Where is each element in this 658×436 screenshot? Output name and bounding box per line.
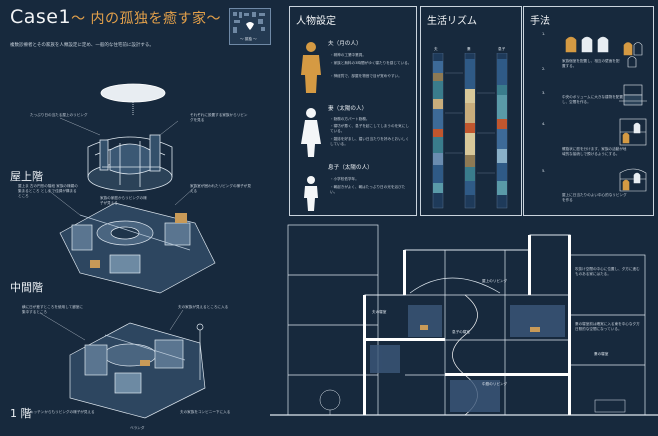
- husband-desc-3: ・神経質で、部屋を物音で目が覚めやすい。: [330, 74, 402, 78]
- husband-desc-1: ・精神の工業中業員。: [330, 53, 366, 57]
- method-step-5-num: 5.: [542, 169, 546, 173]
- note-sunlight: 横に日が差すところを使用して廊室に集中するところ: [22, 305, 83, 314]
- method-panel: 手法 1. 2. 家族個室を配置し、相互の壁面を配置する。 3. 中央のボリュー…: [523, 6, 654, 216]
- husband-name: 夫（月の人）: [328, 41, 362, 47]
- method-step-3-num: 3.: [542, 91, 546, 95]
- label-son-room: 息子の寝室: [452, 330, 470, 334]
- title-en: Case1: [10, 6, 72, 28]
- husband-figure-icon: [301, 42, 321, 93]
- first-floor-axonometric: [69, 322, 206, 419]
- label-rooftop-living: 屋上のリビング: [482, 279, 508, 283]
- rhythm-bar-wife: [464, 53, 476, 209]
- son-name: 息子（太陽の人）: [328, 165, 373, 171]
- rhythm-col-husband: 夫: [434, 47, 438, 51]
- method-title: 手法: [530, 16, 550, 27]
- persona-title: 人物設定: [296, 16, 336, 27]
- rhythm-title: 生活リズム: [427, 16, 477, 27]
- note-family-view: それぞれに設置する家族からリビングを見る: [190, 113, 248, 122]
- wife-figure-icon: [301, 108, 321, 157]
- son-desc-2: ・朝起きがよく、朝はたっぷり日の光を浴びたい。: [330, 185, 406, 195]
- logo-pattern: [233, 12, 265, 33]
- note-family-home: 家族の家庭からリビングの様子が見える: [100, 196, 147, 205]
- rhythm-bar-husband: [432, 53, 444, 209]
- label-wife-room: 妻の寝室: [594, 352, 609, 356]
- axonometric-drawings: [39, 83, 216, 419]
- note-kitchen: キッチンからもリビングの様子が見える: [30, 410, 95, 414]
- rhythm-col-wife: 妻: [467, 47, 471, 51]
- rhythm-bars: [432, 53, 508, 209]
- note-convenience: 夫の家族をコンビニー下に入る: [180, 410, 231, 414]
- rhythm-bar-son: [496, 53, 508, 209]
- wife-desc-3: ・雑誌を好まし、嬉い日当たりを好みとおいしくしている。: [330, 137, 410, 147]
- label-living: 中庭のリビング: [482, 382, 508, 386]
- logo-box: ～ 孤独 ～: [229, 8, 271, 45]
- note-rooftop-living: たっぷり日の当たる屋上のリビング: [30, 113, 88, 117]
- wife-desc-2: ・寝坊が悪く、息子を起こしてしまうのを気にしている。: [330, 124, 409, 134]
- middle-axonometric: [59, 202, 216, 294]
- persona-panel: 人物設定 夫（月の人） ・精神の工業中業員。 ・家族と無料の3時間がゆく寝たりを…: [289, 6, 417, 216]
- note-veranda: ベランダ: [130, 426, 145, 430]
- note-family-room: 家族室が囲われたリビングの様子が見える: [190, 184, 251, 193]
- son-desc-1: ・小学校低学年。: [330, 177, 359, 181]
- method-step-2-text: 家族個室を配置し、相互の壁面を配置する。: [562, 59, 620, 69]
- floor-label-middle: 中間階: [10, 281, 43, 294]
- section-cut-walls: [363, 235, 571, 415]
- method-step-4-text: 螺旋状に庭を分けます、家族の活動が地域的な接続しで預けるようにする。: [562, 147, 627, 157]
- section-note-b: 妻の寝室前は確実に入る東を中心な夕方日照的な空間になっている。: [575, 322, 640, 332]
- wife-name: 妻（太陽の人）: [328, 106, 368, 112]
- method-step-5-text: 屋上に日当たりのよい中心的なリビングを作る: [562, 193, 627, 203]
- section-note-a: 吹抜け空間の中心に位置し、夕方に進むものある家にはたる。: [575, 267, 640, 277]
- wife-desc-1: ・勤務の方パート勤務。: [330, 117, 370, 121]
- son-figure-icon: [304, 176, 318, 211]
- method-step-2-num: 2.: [542, 67, 546, 71]
- building-section: [270, 224, 658, 416]
- subtitle: 複数診療者とその家族を人類設定に定め、一般的な住宅前に設計する。: [10, 43, 154, 48]
- rhythm-panel: 生活リズム 夫 妻 息子: [420, 6, 522, 216]
- floor-label-rooftop: 屋上階: [10, 170, 43, 183]
- rhythm-col-son: 息子: [498, 47, 506, 51]
- floor-label-first: 1 階: [10, 407, 32, 420]
- method-step-4-num: 4.: [542, 122, 546, 126]
- husband-desc-2: ・家族と無料の3時間がゆく寝たりを感じている。: [330, 61, 412, 65]
- page-title: Case1～ 内の孤独を癒す家～: [10, 6, 221, 28]
- method-step-1-num: 1.: [542, 32, 546, 36]
- logo-caption: ～ 孤独 ～: [240, 37, 257, 41]
- note-husband-family: 夫の家族が見えるところに入る: [178, 305, 229, 309]
- method-step-3-text: 中央のボリュームに大きな建物を配置し、空間を作る。: [562, 95, 623, 105]
- label-husband-room: 夫の寝室: [372, 310, 387, 314]
- method-diagrams: [565, 36, 647, 192]
- note-spiral-stair: 屋上ま 古の円形の階段 家族の様親の集まるところ としまで佳調が構まるところ: [18, 184, 78, 198]
- title-jp: ～ 内の孤独を癒す家～: [71, 11, 222, 27]
- rooftop-axonometric: [87, 83, 173, 192]
